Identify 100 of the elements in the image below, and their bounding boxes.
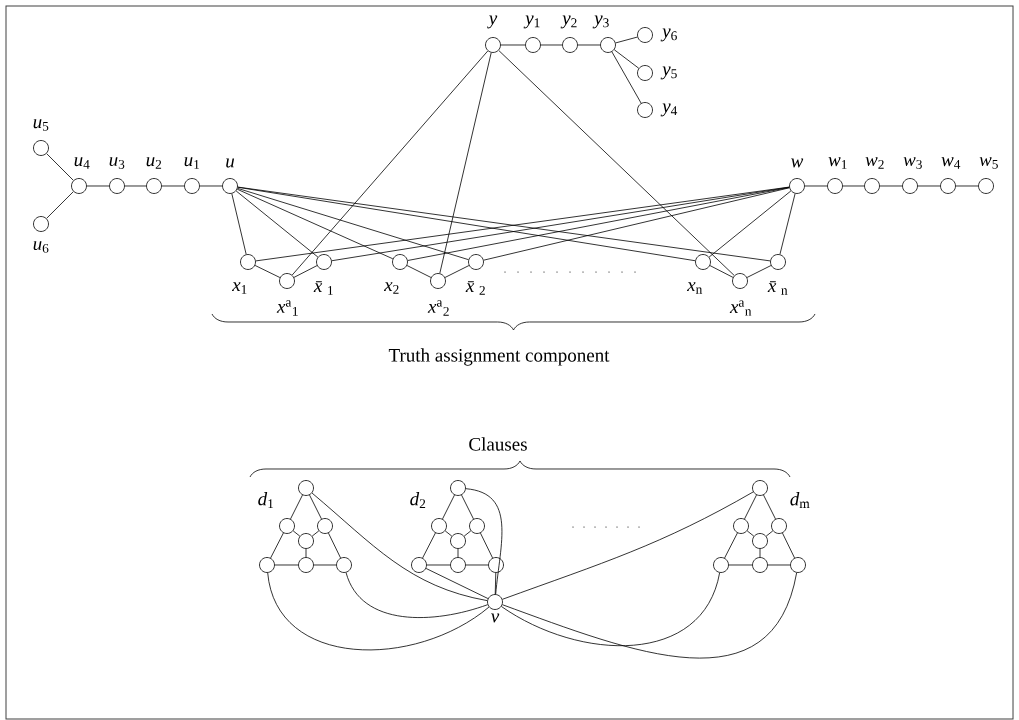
edge-line [728, 564, 753, 566]
edge-line [305, 548, 307, 558]
edge-line [291, 50, 489, 276]
edge-line [708, 190, 792, 258]
clause-label: d$_{2}$ [410, 492, 426, 508]
edge-line [406, 265, 432, 278]
edge-line [709, 265, 734, 278]
vertex-label: x$_{n}$ [687, 282, 703, 294]
edge-line [917, 185, 941, 187]
edge-line [235, 190, 319, 258]
vertex-circle [450, 557, 466, 573]
vertex-circle [752, 533, 768, 549]
edge-line [270, 532, 284, 559]
edge-line [254, 265, 281, 278]
vertex-circle [713, 557, 729, 573]
edge-line [161, 185, 185, 187]
edge-line [293, 265, 318, 278]
edge-line [407, 187, 790, 261]
vertex-label: w$_{5}$ [979, 157, 998, 169]
edge-line [199, 185, 223, 187]
edge-line [444, 530, 453, 537]
edge-line [804, 185, 828, 187]
edge-line [274, 564, 299, 566]
edge-line [231, 193, 247, 255]
vertex-label: u$_{4}$ [74, 157, 90, 169]
edge-line [439, 52, 492, 274]
edge-line [465, 488, 503, 595]
vertex-circle [259, 557, 275, 573]
edge-line [444, 265, 470, 278]
vertex-label: y$_{2}$ [560, 15, 577, 29]
vertex-label: w$_{3}$ [903, 157, 922, 169]
edge-line [267, 572, 490, 651]
edge-line [744, 494, 757, 520]
vertex-label: w$_{1}$ [828, 157, 847, 169]
edge-line [426, 564, 451, 566]
vertex-label: x̄$_{n}$ [767, 281, 788, 295]
edge-line [311, 492, 488, 602]
vertex-circle [298, 557, 314, 573]
edge-line [309, 494, 322, 520]
edge-line [46, 153, 74, 181]
edge-line [465, 564, 489, 566]
edge-line [502, 572, 798, 659]
edge-line [86, 185, 110, 187]
vertex-circle [298, 480, 314, 496]
vertex-circle [411, 557, 427, 573]
edge-line [290, 494, 303, 520]
group-label: Clauses [469, 437, 527, 451]
vertex-label: x̄$_{1}$ [313, 281, 333, 295]
vertex-label: u$_{1}$ [184, 157, 200, 169]
edge-line [746, 265, 772, 278]
edge-line [292, 530, 301, 537]
vertex-circle [450, 480, 466, 496]
edge-line [345, 572, 488, 618]
group-label: Truth assignment component [388, 348, 610, 366]
edge-line [422, 532, 436, 559]
vertex-label: w$_{4}$ [941, 157, 961, 169]
edge-line [765, 530, 774, 537]
vertex-label: y$_{3}$ [592, 15, 609, 29]
edge-line [463, 530, 472, 537]
edge-line [328, 532, 341, 559]
vertex-circle [298, 533, 314, 549]
vertex-circle [771, 518, 787, 534]
vertex-circle [336, 557, 352, 573]
edge-line [613, 49, 640, 69]
vertex-label: x̄$_{2}$ [465, 281, 485, 295]
edge-line [46, 191, 74, 219]
edge-line [501, 572, 721, 646]
edge-line [842, 185, 865, 187]
edge-line [763, 494, 776, 520]
vertex-circle [317, 518, 333, 534]
vertex-label: u$_{5}$ [33, 119, 49, 131]
vertex-label: w$_{2}$ [865, 157, 884, 169]
vertex-label: x$^{a}$1 [276, 300, 298, 316]
vertex-circle [733, 518, 749, 534]
vertex-label: y$_{4}$ [660, 103, 678, 117]
vertex-label: x$^{a}$2 [427, 300, 449, 316]
edge-line [494, 572, 497, 595]
edge-line [615, 36, 638, 44]
vertex-circle [488, 557, 504, 573]
vertex-label: u$_{6}$ [33, 241, 49, 253]
edge-line [782, 532, 795, 559]
edge-line [237, 187, 469, 261]
edge-line [759, 548, 761, 558]
clause-label: d$_{m}$ [790, 492, 810, 508]
edge-line [746, 530, 755, 537]
edge-line [236, 188, 394, 260]
edge-line [124, 185, 147, 187]
edge-line [457, 548, 459, 558]
vertex-circle [790, 557, 806, 573]
edge-line [502, 491, 754, 600]
clause-label: d$_{1}$ [258, 492, 274, 508]
edge-line [767, 564, 791, 566]
edge-line [442, 494, 455, 520]
edge-line [500, 44, 526, 46]
vertex-label: y$_{6}$ [660, 28, 677, 42]
vertex-label: v [491, 613, 500, 623]
edge-line [498, 50, 735, 276]
edge-line [724, 532, 738, 559]
vertex-label: u [226, 158, 235, 168]
edge-line [577, 44, 601, 46]
